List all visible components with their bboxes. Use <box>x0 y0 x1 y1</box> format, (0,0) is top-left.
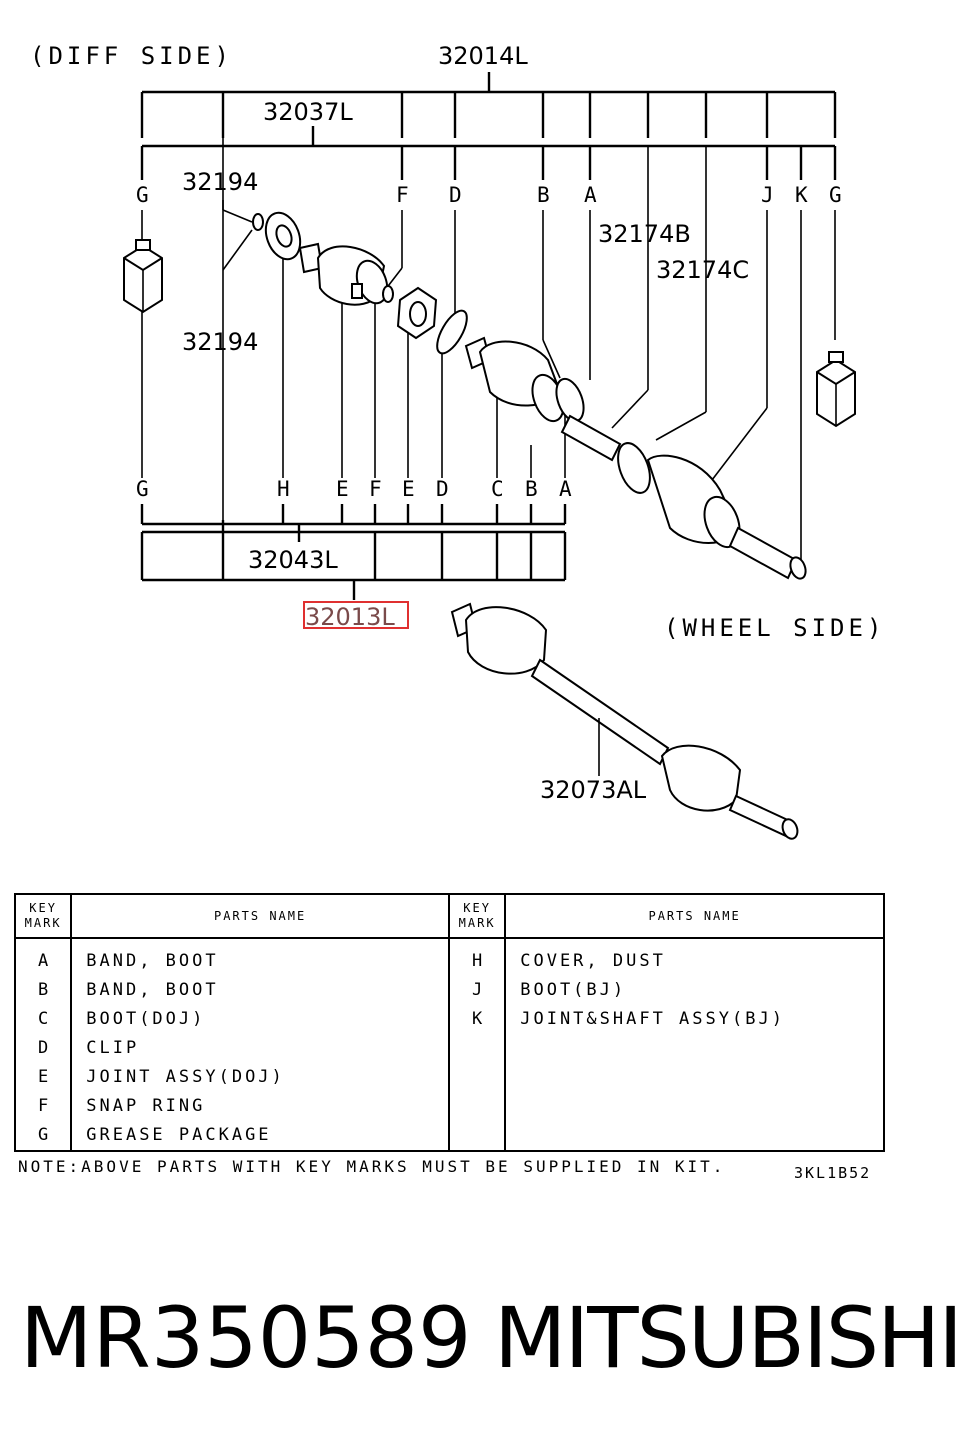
bracket-32014L <box>140 72 837 138</box>
snap-ring <box>382 285 394 303</box>
key-cell: F <box>38 1096 49 1116</box>
part-name-cell: GREASE PACKAGE <box>86 1125 272 1145</box>
top-key-marks: G F D B A J K G <box>136 183 842 207</box>
callout-32014L: 32014L <box>438 42 528 70</box>
bracket-32043L <box>140 504 567 542</box>
bottom-key-marks: G H E F E D C B A <box>136 477 572 501</box>
highlight-box <box>303 601 409 629</box>
key-mark-D-top: D <box>449 183 462 207</box>
key-cell: K <box>471 1009 483 1029</box>
right-key-column: H J K <box>447 938 507 1151</box>
complete-shaft-32073AL <box>450 602 799 840</box>
left-key-column: A B C D E F G <box>13 938 73 1151</box>
key-cell: G <box>38 1125 49 1145</box>
kit-note: NOTE:ABOVE PARTS WITH KEY MARKS MUST BE … <box>18 1157 726 1176</box>
key-cell: E <box>38 1067 49 1087</box>
brand-name: MITSUBISHI <box>494 1289 960 1387</box>
key-mark-B-top: B <box>537 183 550 207</box>
callout-32073AL: 32073AL <box>540 776 647 804</box>
key-mark-H-bottom: H <box>277 477 290 501</box>
clip-ring <box>436 309 468 355</box>
doj-outer-race <box>298 242 389 306</box>
diff-side-label: (DIFF SIDE) <box>30 42 233 70</box>
key-cell: B <box>38 980 49 1000</box>
part-name-cell: BOOT(DOJ) <box>86 1009 206 1029</box>
key-mark-G-bottom: G <box>136 477 149 501</box>
shaft-assembly <box>464 336 807 580</box>
grease-package-left <box>123 239 163 314</box>
small-plug-32194 <box>252 213 264 231</box>
parts-name-header-left: PARTS NAME <box>70 894 450 939</box>
part-name-cell: BOOT(BJ) <box>520 980 627 1000</box>
callout-32174C: 32174C <box>656 256 749 284</box>
key-mark-K-top: K <box>795 183 808 207</box>
key-mark-header-left: KEY MARK <box>13 894 73 939</box>
key-mark-G-top-left: G <box>136 183 149 207</box>
key-mark-D-bottom: D <box>436 477 449 501</box>
key-cell: D <box>38 1038 49 1058</box>
parts-name-header-right: PARTS NAME <box>504 894 885 939</box>
key-mark-E2-bottom: E <box>402 477 415 501</box>
parts-table: KEY MARK PARTS NAME KEY MARK PARTS NAME … <box>13 893 885 1152</box>
part-name-cell: COVER, DUST <box>520 951 666 971</box>
part-name-cell: JOINT&SHAFT ASSY(BJ) <box>520 1009 785 1029</box>
key-cell: H <box>471 951 483 971</box>
key-mark-B-bottom: B <box>525 477 538 501</box>
key-mark-header-right: KEY MARK <box>447 894 507 939</box>
bracket-32037L <box>140 126 837 180</box>
callout-32043L: 32043L <box>248 546 338 574</box>
key-cell: C <box>38 1009 49 1029</box>
key-mark-E-bottom: E <box>336 477 349 501</box>
key-cell: A <box>38 951 49 971</box>
key-mark-J-top: J <box>761 183 774 207</box>
callout-32194-top: 32194 <box>182 168 258 196</box>
key-cell: J <box>471 980 483 1000</box>
key-mark-F-bottom: F <box>369 477 382 501</box>
key-mark-A-top: A <box>584 183 597 207</box>
doj-inner-joint <box>396 286 438 340</box>
left-name-column: BAND, BOOT BAND, BOOT BOOT(DOJ) CLIP JOI… <box>70 938 450 1151</box>
callout-32194-bottom: 32194 <box>182 328 258 356</box>
callout-32174B: 32174B <box>598 220 691 248</box>
part-name-cell: BAND, BOOT <box>86 951 219 971</box>
part-name-cell: BAND, BOOT <box>86 980 219 1000</box>
exploded-diagram: (DIFF SIDE) (WHEEL SIDE) 32014L 32037L 3… <box>30 42 885 840</box>
diagram-code: 3KL1B52 <box>794 1164 872 1182</box>
key-mark-A-bottom: A <box>559 477 572 501</box>
part-name-cell: SNAP RING <box>86 1096 206 1116</box>
leader-lines <box>141 138 836 565</box>
key-mark-G-top-right: G <box>829 183 842 207</box>
grease-package-right <box>816 351 856 428</box>
callout-32037L: 32037L <box>263 98 353 126</box>
right-name-column: COVER, DUST BOOT(BJ) JOINT&SHAFT ASSY(BJ… <box>504 938 885 1151</box>
key-mark-C-bottom: C <box>491 477 504 501</box>
part-name-cell: CLIP <box>86 1038 140 1058</box>
key-mark-F-top: F <box>396 183 409 207</box>
part-number: MR350589 <box>20 1289 472 1387</box>
bracket-32013L <box>140 520 567 600</box>
callout-32013L[interactable]: 32013L <box>305 603 395 631</box>
dust-cover <box>264 211 302 261</box>
wheel-side-label: (WHEEL SIDE) <box>664 614 885 642</box>
part-name-cell: JOINT ASSY(DOJ) <box>86 1067 285 1087</box>
